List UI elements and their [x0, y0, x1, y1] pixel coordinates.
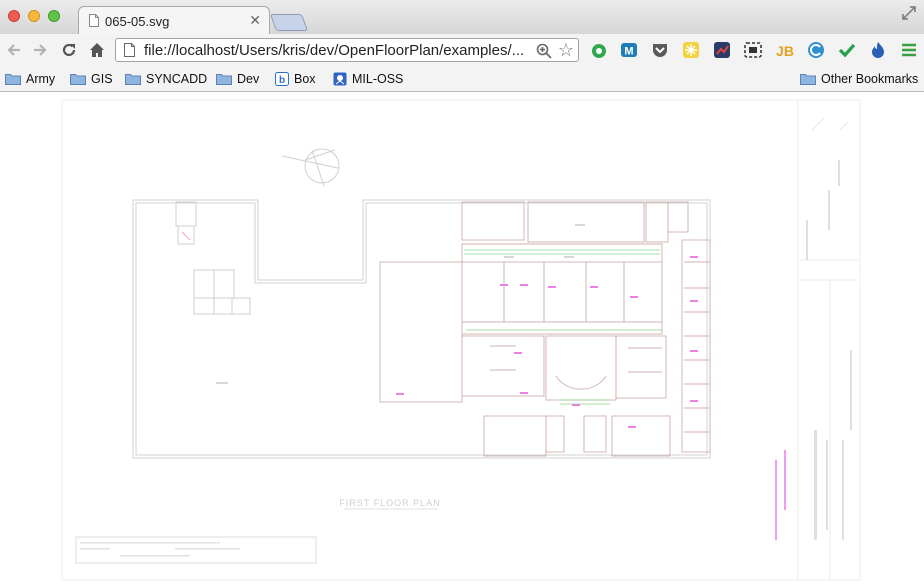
c-ext-icon[interactable] [807, 41, 825, 59]
bookmark-label: Box [294, 72, 316, 86]
bookmark-star-icon[interactable]: ☆ [557, 40, 574, 60]
title-bar: 065-05.svg ✕ [0, 0, 924, 35]
back-icon[interactable] [5, 41, 23, 59]
other-bookmarks-label: Other Bookmarks [821, 72, 919, 86]
page-icon [124, 43, 135, 57]
menu-icon[interactable] [900, 41, 918, 59]
evernote-ext-icon[interactable] [590, 41, 608, 59]
bookmark-label: Army [26, 72, 56, 86]
svg-text:b: b [279, 75, 285, 86]
address-bar[interactable]: file://localhost/Users/kris/dev/OpenFloo… [115, 38, 579, 62]
bookmark-folder-army[interactable]: Army [5, 70, 55, 88]
svg-document-viewport: FIRST FLOOR PLAN [0, 92, 924, 587]
title-block [797, 100, 858, 580]
bookmarks-bar: Army GIS SYNCADD Dev b Box MIL-OSS Other… [0, 67, 924, 92]
jb-ext-icon[interactable]: JB [776, 41, 794, 59]
tab-title: 065-05.svg [105, 14, 170, 29]
title-block-text [806, 160, 852, 540]
svg-text:M: M [624, 46, 633, 58]
new-tab-button[interactable] [269, 14, 309, 31]
bookmark-box[interactable]: b Box [275, 70, 316, 88]
other-bookmarks-folder[interactable]: Other Bookmarks [800, 70, 918, 88]
sheet-border [61, 99, 861, 581]
bookmark-folder-syncadd[interactable]: SYNCADD [125, 70, 207, 88]
flame-ext-icon[interactable] [869, 41, 887, 59]
mil-oss-icon [333, 72, 347, 86]
url-text: file://localhost/Users/kris/dev/OpenFloo… [144, 42, 525, 59]
bookmark-mil-oss[interactable]: MIL-OSS [333, 70, 403, 88]
folder-icon [5, 74, 21, 85]
bookmark-folder-gis[interactable]: GIS [70, 70, 113, 88]
detached-structure-north [175, 201, 197, 245]
browser-toolbar: file://localhost/Users/kris/dev/OpenFloo… [0, 34, 924, 67]
stats-ext-icon[interactable] [713, 41, 731, 59]
green-corridor-lines [464, 249, 662, 405]
bookmark-folder-dev[interactable]: Dev [216, 70, 259, 88]
box-icon: b [275, 72, 289, 86]
home-icon[interactable] [88, 41, 106, 59]
folder-icon [800, 74, 816, 85]
reload-icon[interactable] [60, 41, 78, 59]
folder-icon [70, 74, 86, 85]
fullscreen-icon[interactable] [902, 6, 916, 20]
bookmark-label: SYNCADD [146, 72, 208, 86]
plan-title: FIRST FLOOR PLAN [339, 498, 440, 508]
forward-icon[interactable] [31, 41, 49, 59]
folder-icon [125, 74, 141, 85]
detached-structure-west [193, 269, 251, 315]
zoom-window-button[interactable] [48, 10, 60, 22]
room-text [216, 224, 585, 384]
close-window-button[interactable] [8, 10, 20, 22]
screenshot-ext-icon[interactable] [744, 41, 762, 59]
bookmark-label: Dev [237, 72, 260, 86]
floor-plan-drawing: FIRST FLOOR PLAN [61, 99, 861, 581]
bookmark-label: GIS [91, 72, 113, 86]
page-icon [89, 14, 99, 27]
pocket-ext-icon[interactable] [651, 41, 669, 59]
sparkle-ext-icon[interactable] [682, 41, 700, 59]
room-labels [396, 256, 698, 428]
main-building [379, 201, 711, 457]
mendeley-ext-icon[interactable]: M [620, 41, 638, 59]
minimize-window-button[interactable] [28, 10, 40, 22]
magenta-notes [775, 450, 786, 540]
zoom-icon[interactable] [536, 43, 552, 59]
bookmark-label: MIL-OSS [352, 72, 404, 86]
close-tab-icon[interactable]: ✕ [249, 12, 261, 28]
svg-text:JB: JB [776, 43, 794, 59]
folder-icon [216, 74, 232, 85]
notes-box [75, 536, 317, 564]
site-outline [132, 199, 711, 459]
north-arrow [281, 148, 340, 187]
checkmark-ext-icon[interactable] [838, 41, 856, 59]
browser-tab[interactable]: 065-05.svg ✕ [78, 6, 270, 35]
